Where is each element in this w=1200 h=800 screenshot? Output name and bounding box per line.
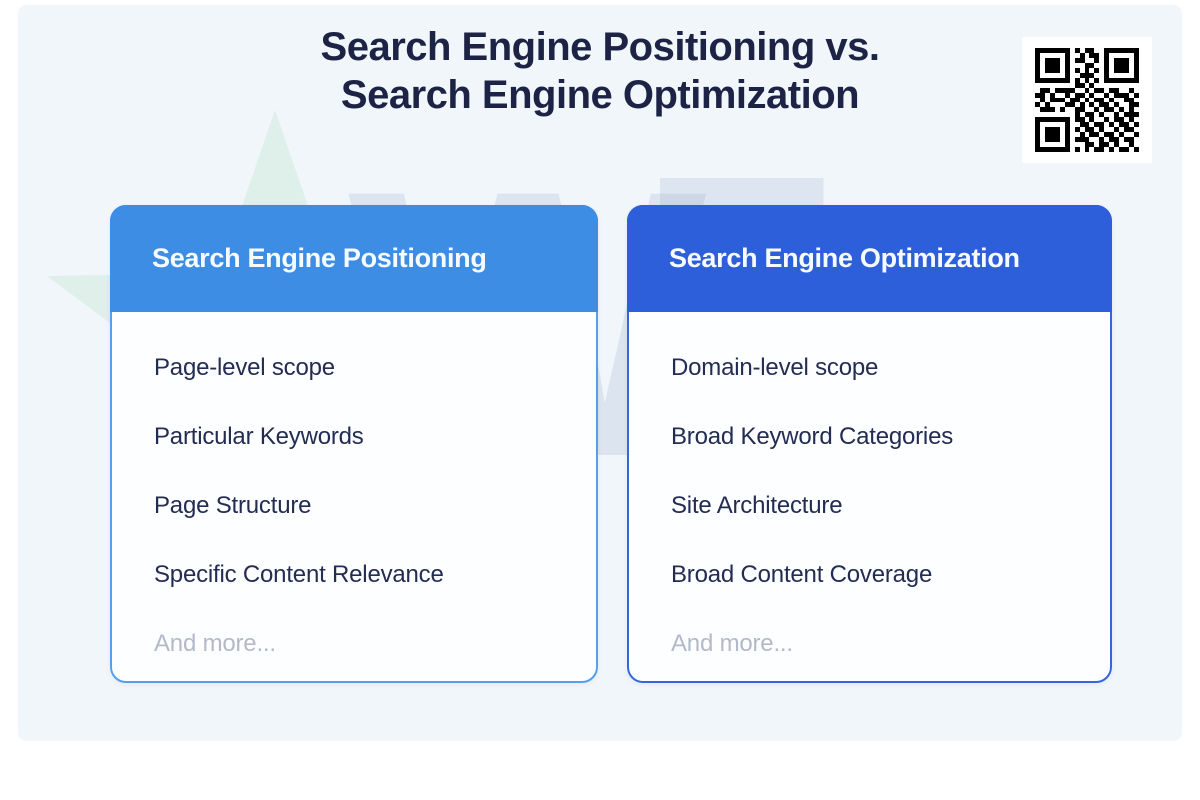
card-item-more: And more...	[671, 630, 793, 657]
card-item-more: And more...	[154, 630, 276, 657]
card-header-label: Search Engine Optimization	[669, 243, 1020, 273]
card-body: Domain-level scope Broad Keyword Categor…	[629, 312, 1110, 681]
page-title-line2: Search Engine Optimization	[340, 73, 860, 117]
card-item-list: Domain-level scope Broad Keyword Categor…	[671, 354, 1090, 658]
card-item: Page-level scope	[154, 354, 335, 381]
card-body: Page-level scope Particular Keywords Pag…	[112, 312, 596, 681]
card-item: Site Architecture	[671, 492, 843, 519]
card-item: Page Structure	[154, 492, 312, 519]
card-search-engine-optimization: Search Engine Optimization Domain-level …	[627, 205, 1112, 683]
card-header: Search Engine Optimization	[627, 205, 1112, 312]
infographic-canvas: W Z Search Engine Positioning vs. Search…	[18, 5, 1182, 741]
qr-code	[1022, 37, 1152, 163]
card-item: Domain-level scope	[671, 354, 879, 381]
card-item-list: Page-level scope Particular Keywords Pag…	[154, 354, 576, 658]
card-item: Broad Keyword Categories	[671, 423, 954, 450]
card-item: Broad Content Coverage	[671, 561, 933, 588]
page-title-line1: Search Engine Positioning vs.	[320, 25, 880, 69]
page-title: Search Engine Positioning vs. Search Eng…	[18, 23, 1182, 119]
card-header: Search Engine Positioning	[110, 205, 598, 312]
card-search-engine-positioning: Search Engine Positioning Page-level sco…	[110, 205, 598, 683]
card-item: Specific Content Relevance	[154, 561, 444, 588]
card-header-label: Search Engine Positioning	[152, 243, 487, 273]
qr-code-pattern	[1035, 48, 1139, 152]
card-item: Particular Keywords	[154, 423, 364, 450]
